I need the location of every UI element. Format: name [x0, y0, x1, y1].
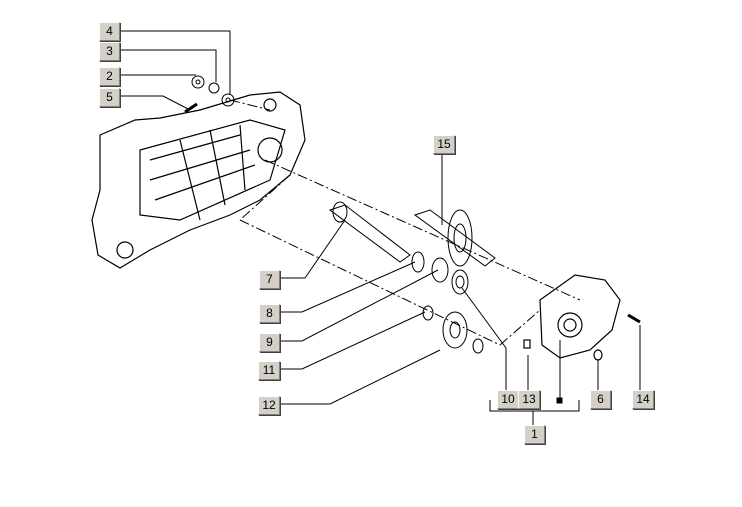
callout-9[interactable]: 9 [259, 333, 280, 352]
callout-11[interactable]: 11 [258, 361, 280, 380]
primary-shaft [328, 201, 411, 263]
bearings [411, 251, 484, 354]
gearbox-cover [523, 274, 641, 361]
callout-5[interactable]: 5 [99, 88, 120, 107]
callout-7[interactable]: 7 [259, 270, 280, 289]
callout-10[interactable]: 10 [497, 390, 519, 409]
callout-15[interactable]: 15 [433, 135, 455, 154]
callout-13[interactable]: 13 [518, 390, 540, 409]
callout-2[interactable]: 2 [99, 67, 120, 86]
crankcase-housing [91, 91, 306, 269]
leader-lines [118, 30, 641, 425]
callout-3[interactable]: 3 [99, 42, 120, 61]
callout-14[interactable]: 14 [632, 390, 654, 409]
callout-8[interactable]: 8 [259, 304, 280, 323]
callout-12[interactable]: 12 [258, 396, 280, 415]
assembly-axes [229, 99, 581, 346]
driven-shaft-gear [413, 209, 496, 267]
callout-4[interactable]: 4 [99, 22, 120, 41]
callout-1[interactable]: 1 [524, 425, 545, 444]
callout-6[interactable]: 6 [590, 390, 611, 409]
washers-and-pin [184, 75, 235, 114]
bracket-marker [556, 397, 563, 404]
